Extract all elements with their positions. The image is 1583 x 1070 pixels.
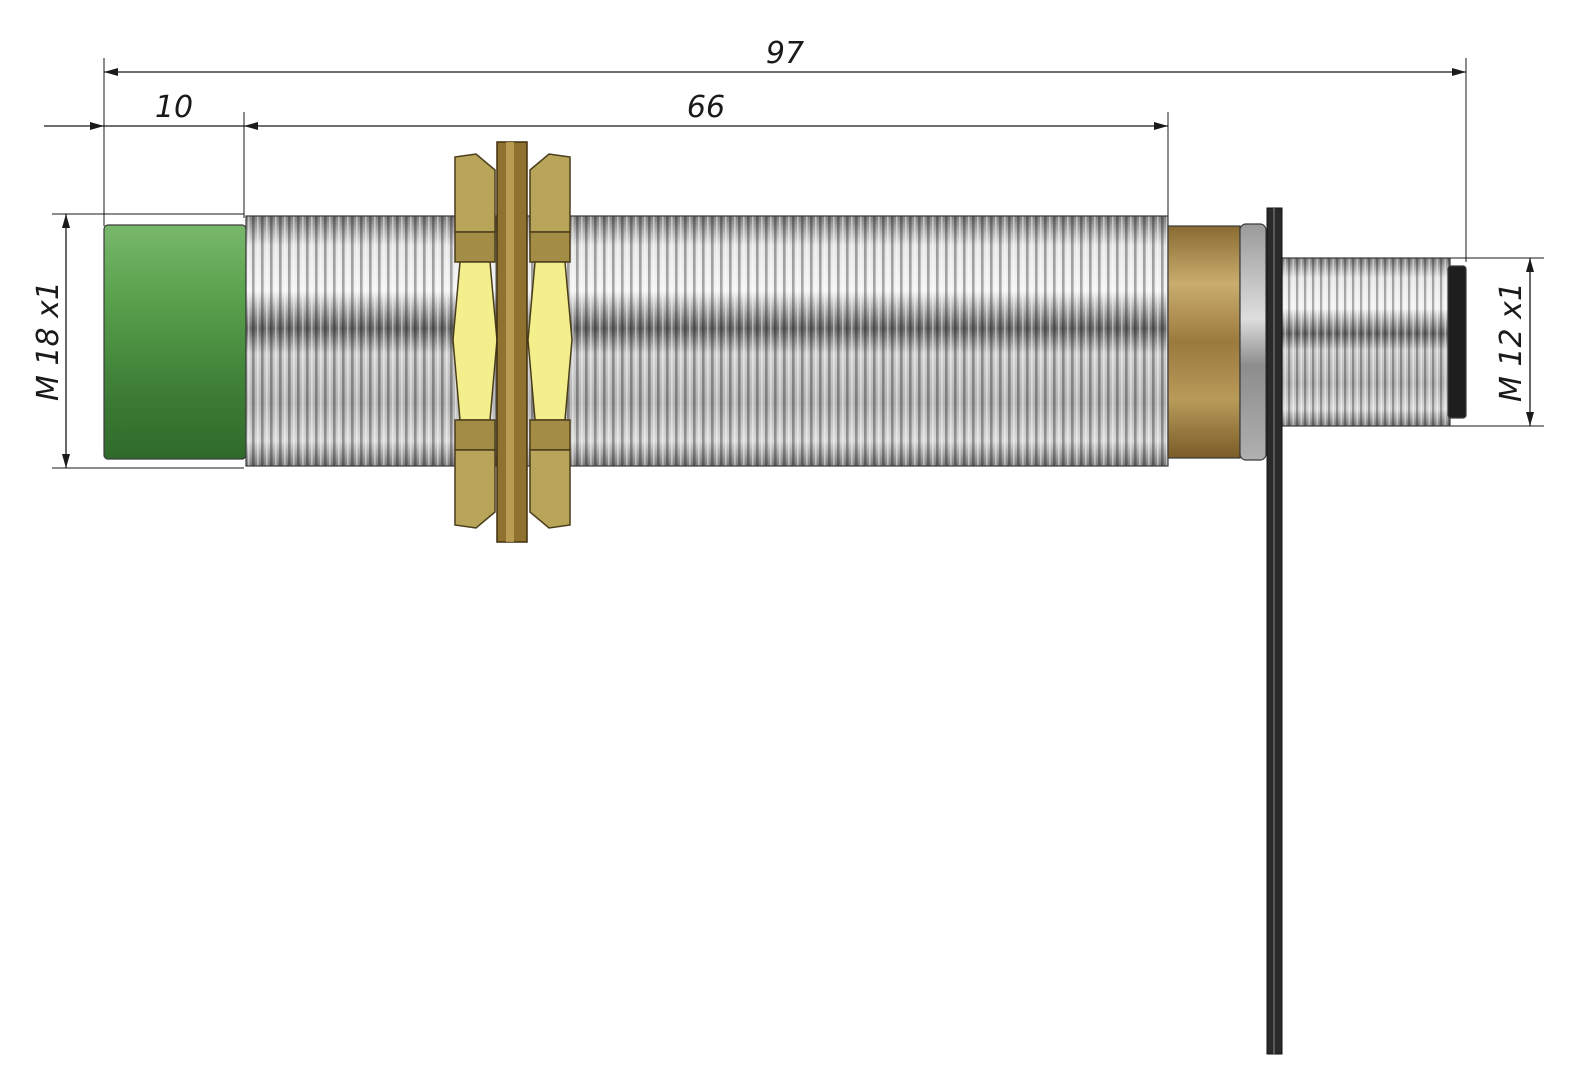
flat-washer (496, 141, 528, 543)
washer-ring (1239, 223, 1267, 461)
dimension-label-m18: M 18 x1 (31, 281, 66, 401)
lock-nut-left-upper-chamfer (454, 231, 496, 263)
dimension-label-97: 97 (766, 36, 804, 71)
dimension-thread-length: 66 (244, 90, 1169, 220)
lock-nut-right-lower-chamfer (529, 419, 571, 451)
sensor-cap (103, 224, 247, 460)
connector-end-cap (1447, 265, 1467, 419)
flat-washer-highlight (506, 142, 514, 542)
lock-nut-left (452, 153, 498, 529)
dimension-label-66: 66 (687, 90, 725, 125)
bronze-collar (1167, 225, 1241, 459)
threaded-body-threads (246, 216, 1168, 466)
lock-nut-right-upper-chamfer (529, 231, 571, 263)
dimension-connector-diameter: M 12 x1 (1450, 257, 1544, 427)
lock-nut-right-top-face (529, 153, 571, 233)
connector-thread (1281, 257, 1451, 427)
lock-nut-left-top-face (454, 153, 496, 233)
dimension-overall-length: 97 (103, 36, 1467, 262)
lock-nut-left-center-face (452, 261, 498, 421)
dimension-label-m12: M 12 x1 (1494, 282, 1529, 402)
lock-nut-right-bottom-face (529, 449, 571, 529)
lock-nut-right (527, 153, 573, 529)
dimension-label-10: 10 (155, 90, 193, 125)
lock-nut-left-lower-chamfer (454, 419, 496, 451)
threaded-body (245, 215, 1169, 467)
dimension-tip-length: 10 (44, 90, 245, 218)
lock-nut-left-bottom-face (454, 449, 496, 529)
lock-nut-right-center-face (527, 261, 573, 421)
dimension-body-diameter: M 18 x1 (31, 213, 244, 469)
connector-thread-threads (1282, 258, 1450, 426)
